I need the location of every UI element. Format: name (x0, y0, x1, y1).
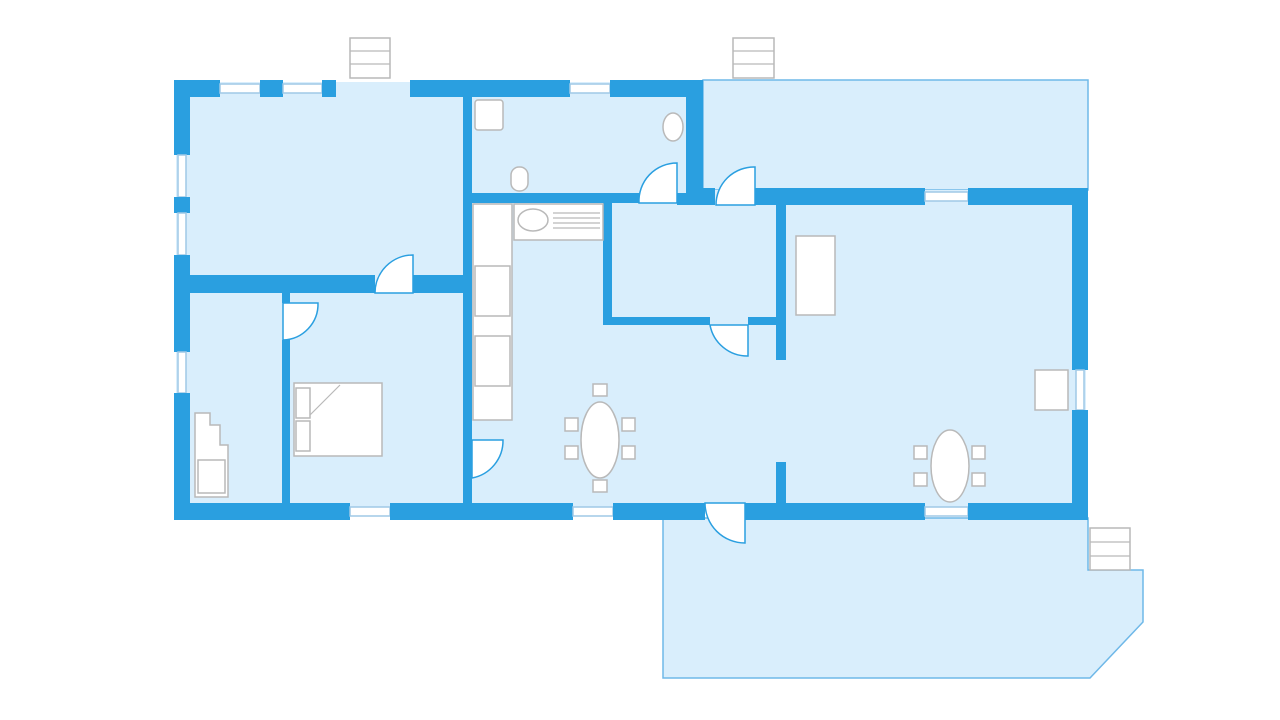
door-bedroom[interactable] (282, 302, 319, 341)
stairs-south-east (1089, 527, 1131, 571)
shower (474, 99, 504, 131)
desk (1034, 369, 1069, 411)
stairs-north-west (349, 37, 391, 79)
sauna-stairs (194, 412, 229, 498)
upper-terrace (702, 79, 1089, 191)
sink-drainboard (553, 212, 600, 229)
toilet (510, 166, 529, 192)
sink-basin (517, 208, 549, 232)
door-terrace-south[interactable] (704, 502, 746, 544)
stairs-north-east (732, 37, 775, 79)
lower-terrace (662, 517, 1144, 679)
door-terrace-north[interactable] (715, 166, 756, 206)
door-hallway[interactable] (471, 439, 504, 479)
washbasin (662, 112, 684, 142)
door-living-room[interactable] (374, 254, 414, 294)
double-bed (293, 382, 383, 457)
oven (474, 335, 511, 387)
dining-table-kitchen (564, 383, 636, 493)
stove (474, 265, 511, 317)
dining-table-living (913, 429, 986, 503)
sofa (795, 235, 836, 316)
door-pantry[interactable] (709, 324, 749, 357)
interior-floor-east (690, 190, 1086, 512)
door-bathroom[interactable] (638, 162, 678, 204)
walls (174, 80, 1088, 520)
